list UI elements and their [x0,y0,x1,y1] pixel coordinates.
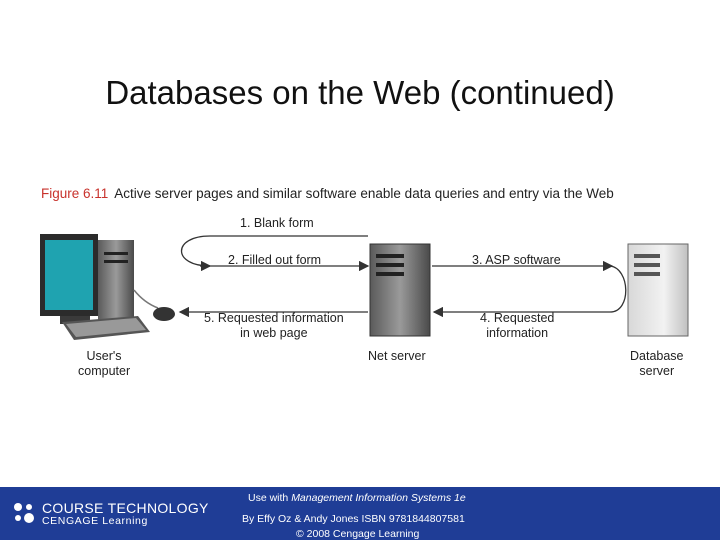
figure-caption: Figure 6.11 Active server pages and simil… [41,186,614,201]
label-filled-out-form: 2. Filled out form [228,253,322,267]
label-user-computer-line1: User's [86,349,122,363]
footer-bar: COURSE TECHNOLOGY CENGAGE Learning Use w… [0,487,720,540]
label-requested-information: 4. Requested information [480,311,554,341]
footer-authors: By Effy Oz & Andy Jones ISBN 97818448075… [242,513,465,525]
net-server-icon [369,243,431,337]
label-net-server: Net server [368,349,426,363]
footer-copyright: © 2008 Cengage Learning [296,528,420,540]
footer-use-prefix: Use with [248,492,292,504]
figure-number: Figure 6.11 [41,186,109,201]
database-server-icon [627,243,689,337]
label-database-server-line1: Database [630,349,684,363]
logo-cengage-learning: CENGAGE Learning [42,515,148,527]
footer-use-with: Use with Management Information Systems … [248,492,466,504]
label-user-computer: User's computer [78,349,130,379]
label-blank-form: 1. Blank form [240,216,314,230]
logo-course-technology: COURSE TECHNOLOGY [42,500,209,516]
slide-title: Databases on the Web (continued) [105,74,615,111]
label-requested-info-web-page: 5. Requested information in web page [204,311,344,341]
label-requested-info-web-page-line1: 5. Requested information [204,311,344,325]
course-technology-logo-icon [14,503,34,523]
label-user-computer-line2: computer [78,364,131,378]
label-requested-info-web-page-line2: in web page [240,326,308,340]
diagram [40,234,689,340]
figure-caption-text: Active server pages and similar software… [114,186,614,201]
arrow-requested-information [432,265,627,318]
label-requested-information-line1: 4. Requested [480,311,555,325]
user-computer-icon [40,234,175,340]
label-asp-software: 3. ASP software [472,253,561,267]
label-requested-information-line2: information [486,326,549,340]
label-database-server-line2: server [639,364,675,378]
arrow-blank-form [181,235,368,272]
footer-book-title: Management Information Systems 1e [291,492,466,504]
label-database-server: Database server [630,349,684,379]
